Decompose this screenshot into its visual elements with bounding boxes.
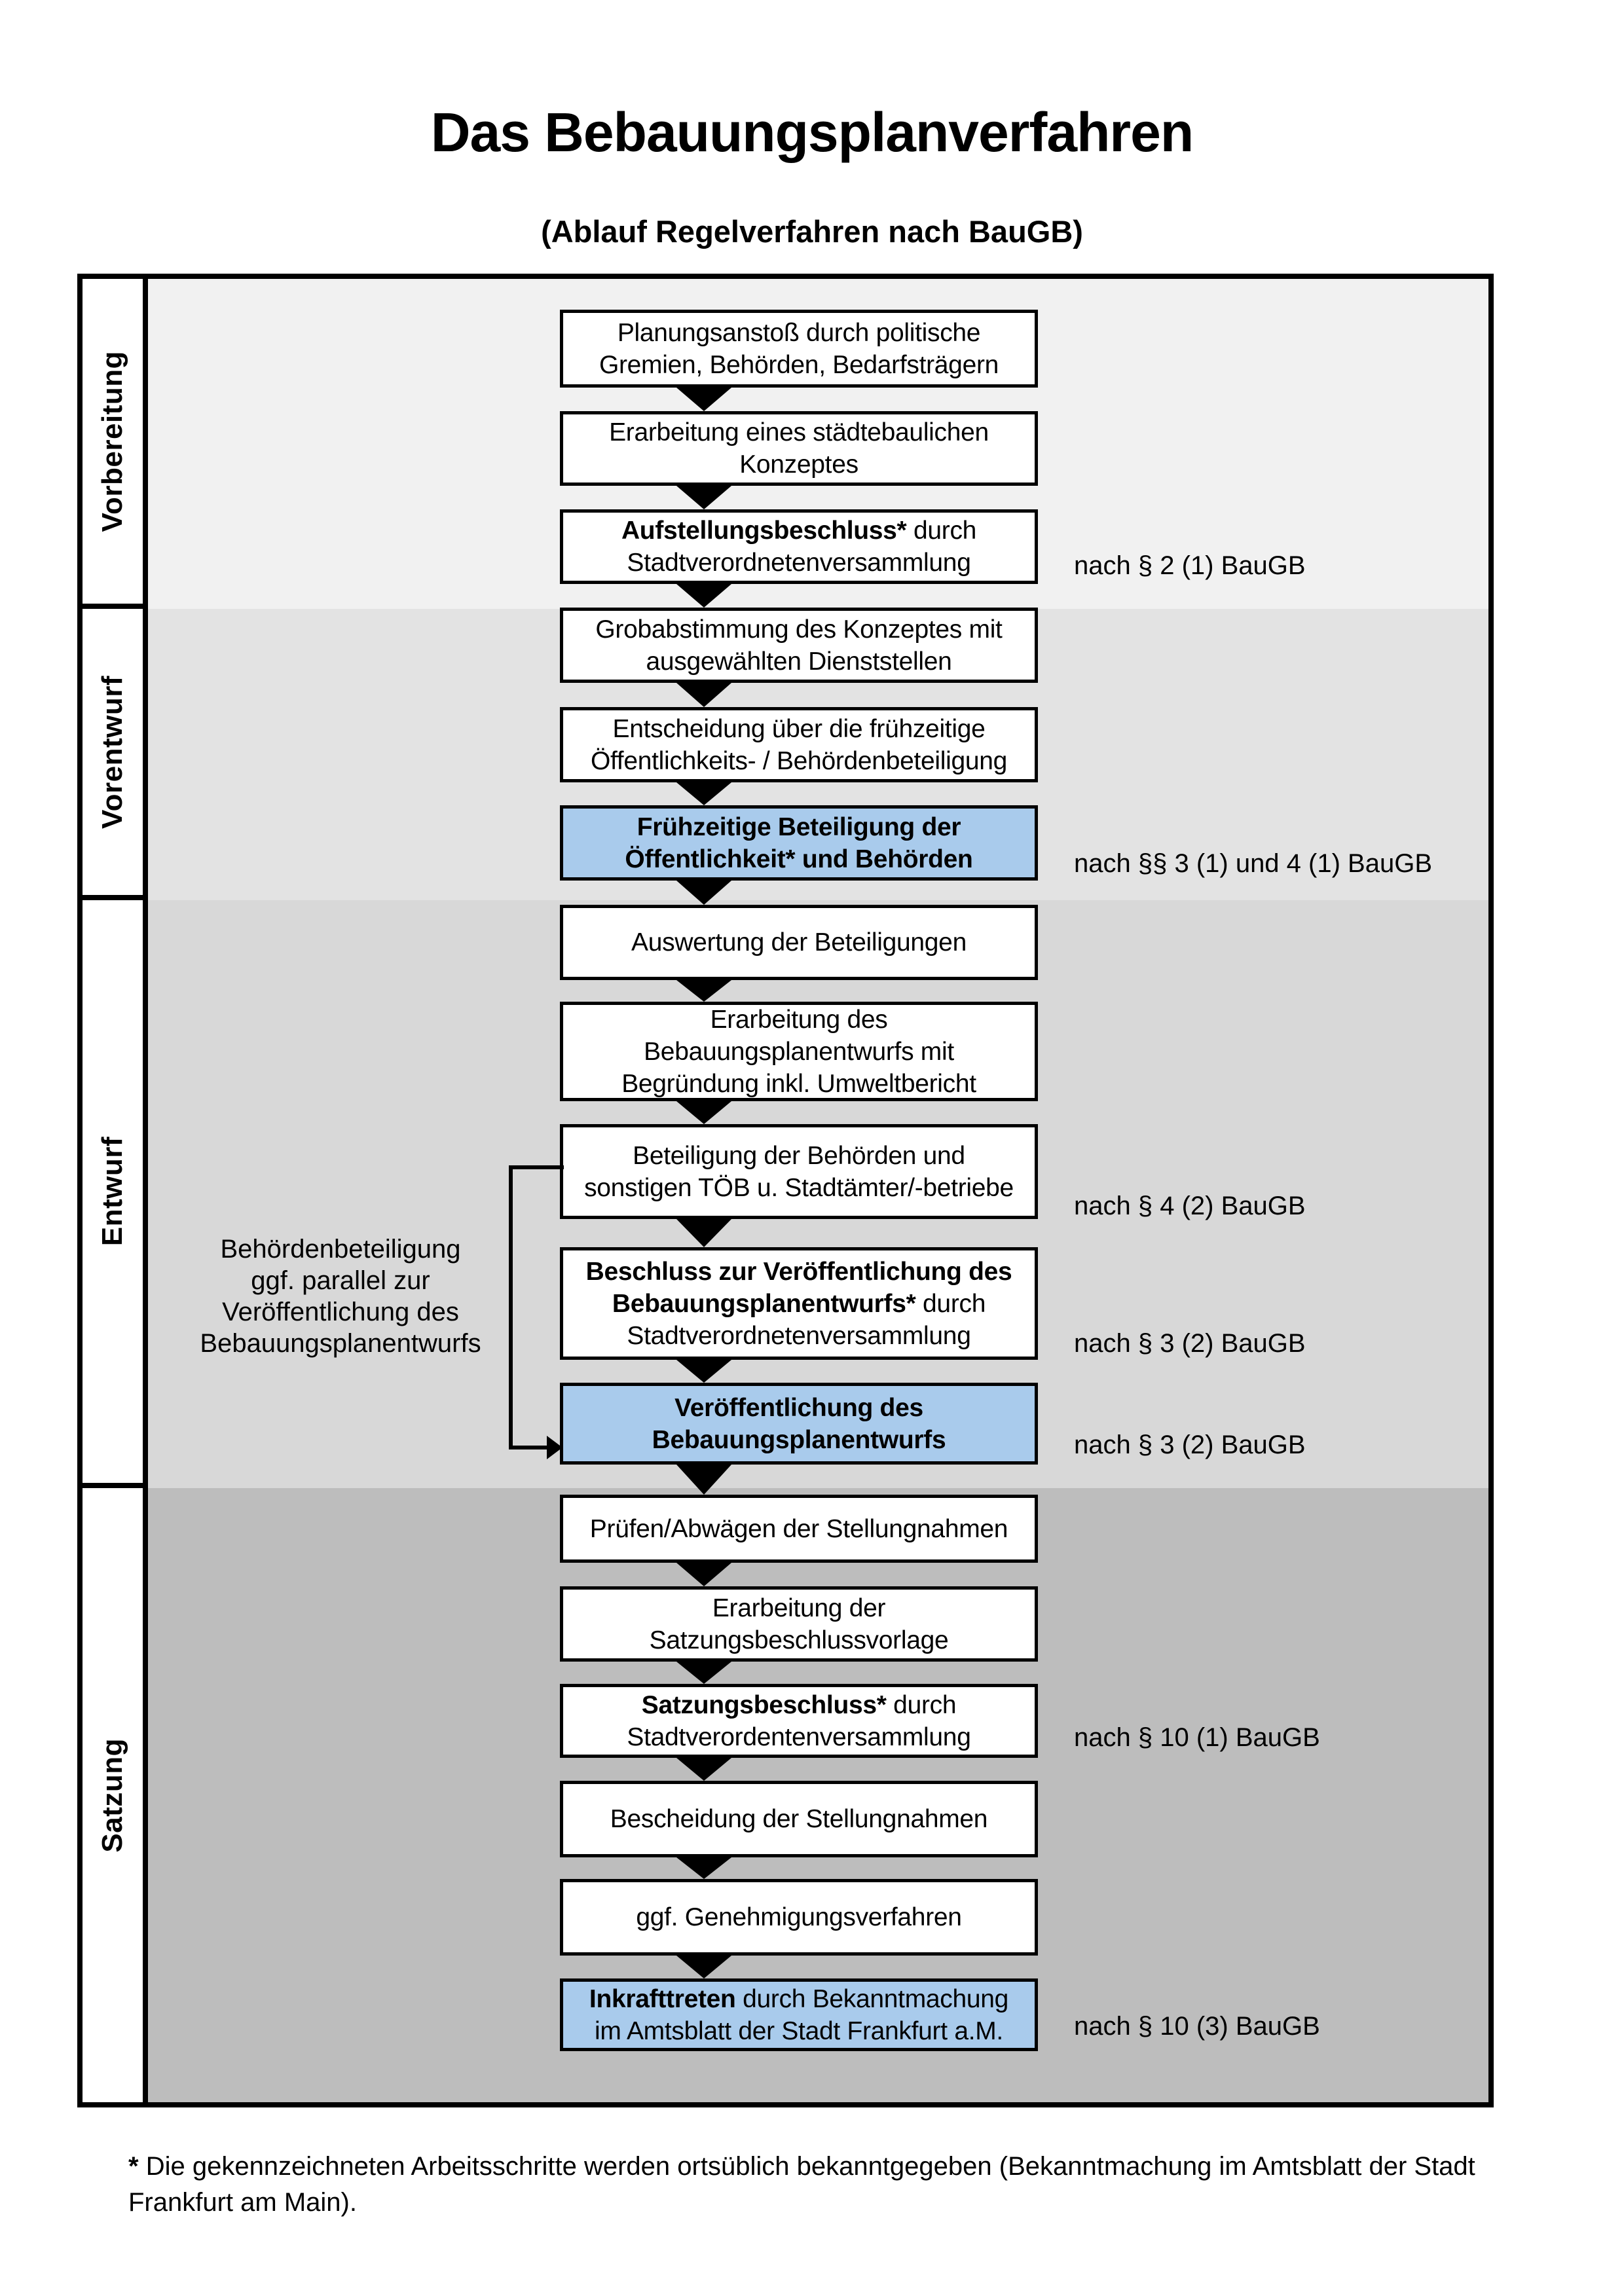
phase-label-cell-entwurf: Entwurf	[83, 900, 148, 1488]
phase-label-cell-satzung: Satzung	[83, 1488, 148, 2102]
arrow-down-icon	[676, 1360, 731, 1383]
arrow-down-icon	[676, 1758, 731, 1781]
baugb-reference: nach § 10 (1) BauGB	[1074, 1723, 1320, 1752]
connector-line-bottom	[509, 1446, 549, 1449]
arrow-down-icon	[676, 683, 731, 707]
baugb-reference: nach § 10 (3) BauGB	[1074, 2012, 1320, 2041]
phase-label-vorentwurf: Vorentwurf	[96, 675, 128, 829]
footnote: * Die gekennzeichneten Arbeitsschritte w…	[128, 2152, 1475, 2217]
baugb-reference: nach § 3 (2) BauGB	[1074, 1329, 1306, 1358]
baugb-reference: nach § 4 (2) BauGB	[1074, 1192, 1306, 1220]
connector-line-top	[509, 1165, 564, 1169]
arrow-down-icon	[676, 486, 731, 509]
connector-line-vertical	[509, 1165, 513, 1449]
step-pruefen-abwaegen: Prüfen/Abwägen der Stellungnahmen	[560, 1495, 1038, 1563]
arrow-down-icon	[676, 1219, 731, 1247]
baugb-reference: nach §§ 3 (1) und 4 (1) BauGB	[1074, 849, 1432, 878]
phase-label-entwurf: Entwurf	[96, 1137, 128, 1247]
arrow-down-icon	[676, 1662, 731, 1684]
baugb-reference: nach § 3 (2) BauGB	[1074, 1430, 1306, 1459]
page-subtitle: (Ablauf Regelverfahren nach BauGB)	[541, 214, 1083, 249]
phase-label-cell-vorbereitung: Vorbereitung	[83, 279, 148, 609]
phase-label-cell-vorentwurf: Vorentwurf	[83, 609, 148, 900]
step-auswertung: Auswertung der Beteiligungen	[560, 905, 1038, 980]
process-diagram: Vorbereitung Vorentwurf Entwurf Satzung …	[77, 274, 1494, 2107]
arrow-down-icon	[676, 584, 731, 608]
step-bescheidung: Bescheidung der Stellungnahmen	[560, 1781, 1038, 1857]
page-title: Das Bebauungsplanverfahren	[430, 101, 1194, 163]
connector-arrowhead-icon	[547, 1436, 563, 1459]
arrow-down-icon	[676, 1857, 731, 1879]
arrow-down-icon	[676, 881, 731, 905]
arrow-down-icon	[676, 1101, 731, 1124]
arrow-down-icon	[676, 1956, 731, 1978]
arrow-down-icon	[676, 1563, 731, 1586]
step-genehmigungsverfahren: ggf. Genehmigungsverfahren	[560, 1879, 1038, 1956]
arrow-down-icon	[676, 388, 731, 411]
phase-label-satzung: Satzung	[96, 1738, 128, 1853]
arrow-down-icon	[676, 782, 731, 805]
arrow-down-icon	[676, 980, 731, 1002]
baugb-reference: nach § 2 (1) BauGB	[1074, 551, 1306, 580]
phase-label-vorbereitung: Vorbereitung	[96, 350, 128, 532]
arrow-down-icon	[676, 1465, 731, 1495]
